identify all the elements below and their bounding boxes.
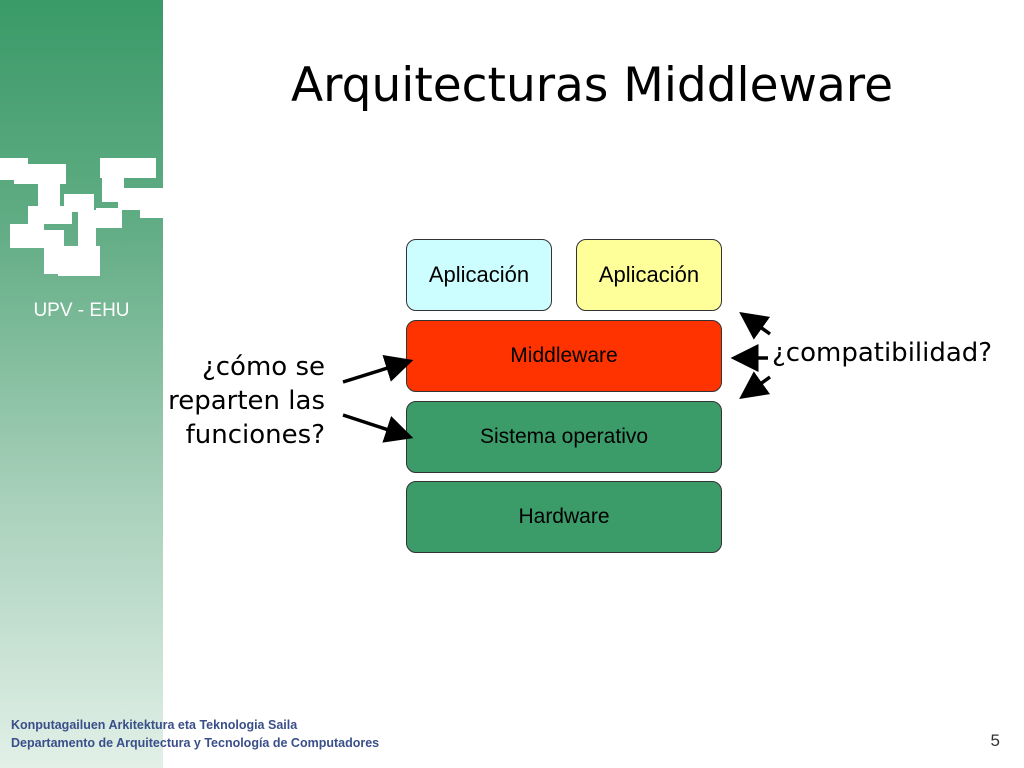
page-number: 5 [990, 731, 1000, 750]
arrow-to-applications [739, 311, 772, 340]
slide-title: Arquitecturas Middleware [291, 58, 893, 113]
arrow-to-operating-system [342, 413, 414, 443]
organization-label: UPV - EHU [33, 300, 130, 321]
sidebar: UPV - EHU [0, 0, 163, 768]
functions-question: ¿cómo se reparten las funciones? [130, 350, 325, 452]
arrow-to-operating-system-right [739, 371, 772, 400]
university-logo-icon [0, 158, 163, 276]
arrow-to-middleware [342, 354, 414, 384]
application-box-1: Aplicación [406, 239, 552, 311]
application-box-2: Aplicación [576, 239, 722, 311]
compatibility-question: ¿compatibilidad? [772, 338, 993, 368]
footer-line-1: Konputagailuen Arkitektura eta Teknologi… [11, 718, 298, 732]
hardware-box: Hardware [406, 481, 722, 553]
functions-question-line-1: ¿cómo se [201, 352, 325, 382]
functions-question-line-3: funciones? [185, 420, 325, 450]
middleware-box: Middleware [406, 320, 722, 392]
footer-line-2: Departamento de Arquitectura y Tecnologí… [11, 736, 380, 750]
functions-question-line-2: reparten las [168, 386, 325, 416]
footer: Konputagailuen Arkitektura eta Teknologi… [11, 716, 379, 752]
operating-system-box: Sistema operativo [406, 401, 722, 473]
